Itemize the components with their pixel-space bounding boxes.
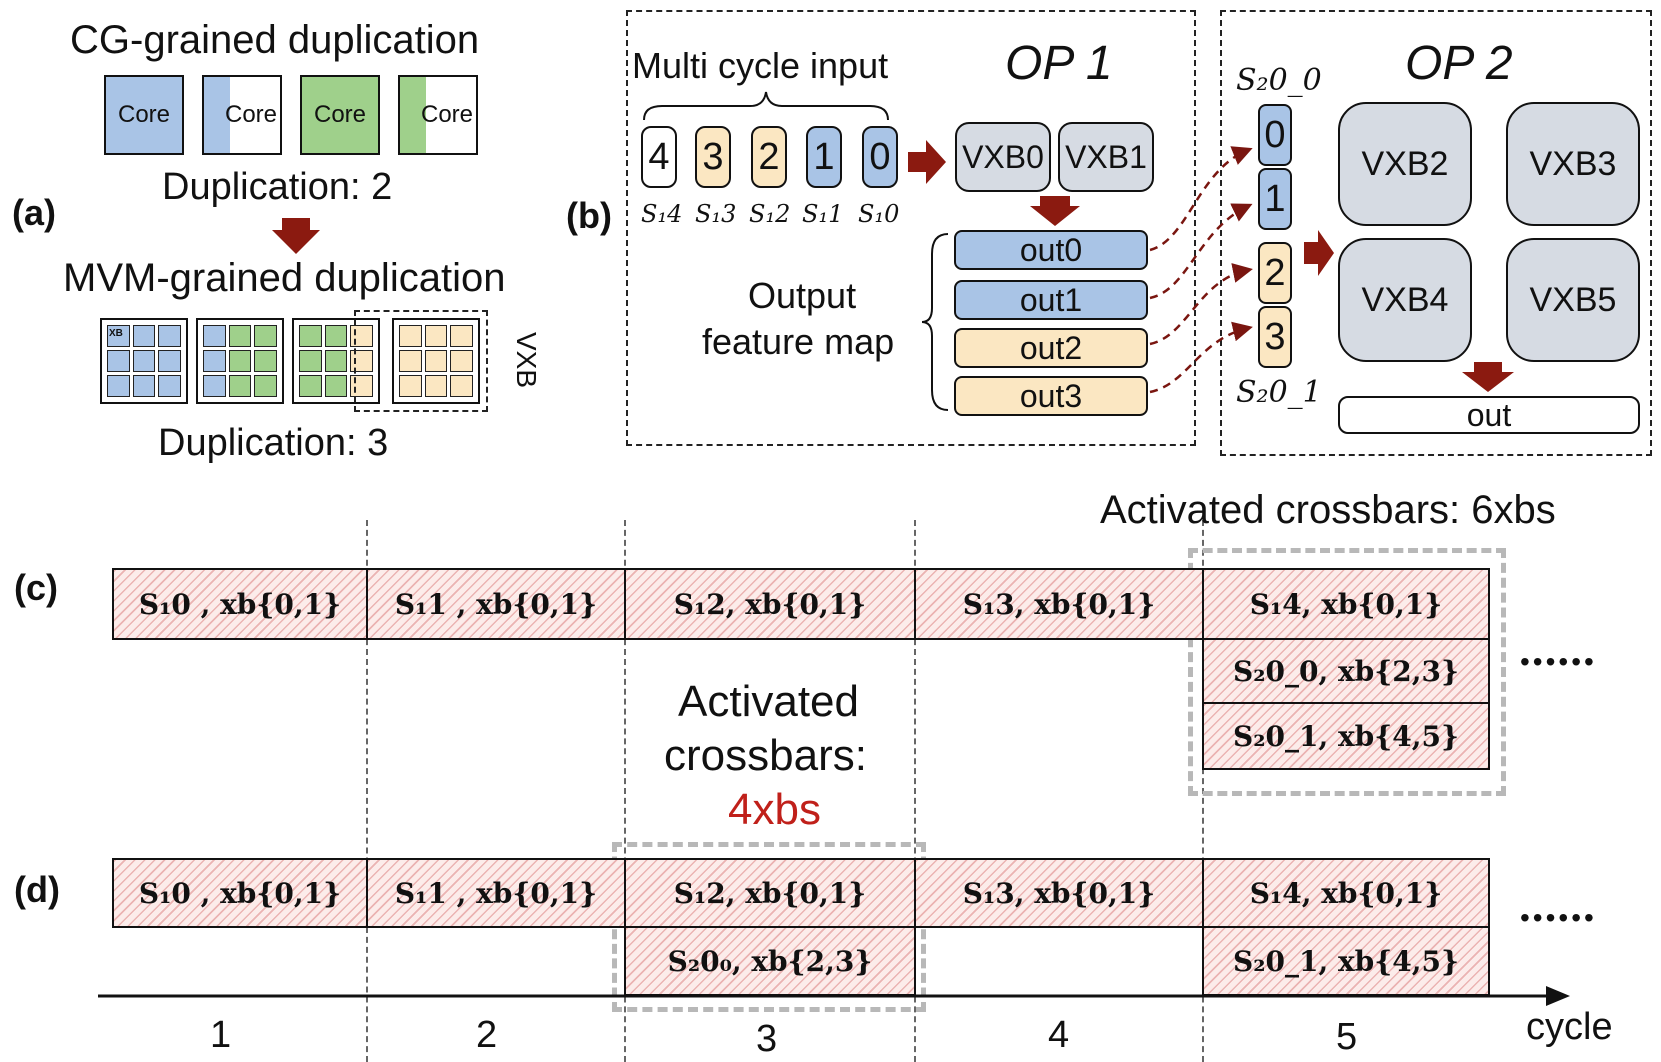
cycle-divider-3 <box>914 520 916 1062</box>
token-label-s10: S₁0 <box>858 200 900 228</box>
ofm-label-line2: feature map <box>702 321 895 362</box>
cg-title: CG-grained duplication <box>70 18 480 62</box>
activated-line2: crossbars: <box>664 731 867 780</box>
op2-title: OP 2 <box>1405 37 1513 90</box>
ofm-to-op2-arrows <box>1149 146 1253 394</box>
down-arrow-a <box>272 218 320 254</box>
dup-mvm-label: Duplication: 3 <box>158 422 389 464</box>
ofm-brace <box>921 233 949 411</box>
core-box-1: Core <box>104 75 184 155</box>
d-ellipsis: •••••• <box>1520 902 1597 933</box>
xb-grid-4 <box>392 318 480 404</box>
xb-grid-1: XB <box>100 318 188 404</box>
c-seg-4: S₁3, xb{0,1} <box>914 568 1204 640</box>
c-seg-s20-0: S₂0_0, xb{2,3} <box>1202 638 1490 704</box>
op1-box <box>626 10 1196 446</box>
token-label-s12: S₁2 <box>749 200 791 228</box>
token-label-s14: S₁4 <box>641 200 683 228</box>
c-seg-3: S₁2, xb{0,1} <box>624 568 916 640</box>
out1-bar: out1 <box>954 280 1148 320</box>
activated-line1: Activated <box>678 677 859 726</box>
cycle-tick-4: 4 <box>1048 1014 1070 1056</box>
ofm-label-line1: Output <box>748 275 857 316</box>
d-seg-s20-1: S₂0_1, xb{4,5} <box>1202 926 1490 996</box>
s2-top-label: S₂0_0 <box>1236 63 1322 98</box>
vxb3-box: VXB3 <box>1506 102 1640 226</box>
c-seg-s20-1: S₂0_1, xb{4,5} <box>1202 702 1490 770</box>
d-seg-s20-0: S₂0₀, xb{2,3} <box>624 926 916 996</box>
cycle-tick-3: 3 <box>756 1018 778 1060</box>
op1-title: OP 1 <box>1005 37 1113 90</box>
cycle-divider-1 <box>366 520 368 1062</box>
cycle-tick-5: 5 <box>1336 1016 1358 1058</box>
vxb-side-label: VXB <box>511 331 543 389</box>
panel-d-label: (d) <box>14 869 60 910</box>
activated-6xbs-label: Activated crossbars: 6xbs <box>1100 488 1556 532</box>
activated-line3: 4xbs <box>728 785 821 834</box>
op2-out-bar: out <box>1338 396 1640 434</box>
input-token-3: 3 <box>695 126 731 188</box>
vxb2-box: VXB2 <box>1338 102 1472 226</box>
activated-6xbs-box <box>1188 548 1506 796</box>
c-seg-1: S₁0 , xb{0,1} <box>112 568 368 640</box>
input-token-1: 1 <box>806 126 842 188</box>
dup-cg-label: Duplication: 2 <box>162 166 393 208</box>
s2-bottom-label: S₂0_1 <box>1236 375 1322 410</box>
panel-a-label: (a) <box>12 192 56 233</box>
s2-token-3: 3 <box>1258 306 1292 368</box>
right-arrow-op2 <box>1304 230 1334 276</box>
out2-bar: out2 <box>954 328 1148 368</box>
xb-grid-2 <box>196 318 284 404</box>
panel-c-label: (c) <box>14 567 58 608</box>
cycle-tick-1: 1 <box>210 1014 232 1056</box>
core-box-4: Core <box>398 75 478 155</box>
vxb4-box: VXB4 <box>1338 238 1472 362</box>
d-seg-2: S₁1 , xb{0,1} <box>366 858 626 928</box>
vxb-dashed-box <box>354 310 488 412</box>
d-seg-4: S₁3, xb{0,1} <box>914 858 1204 928</box>
token-label-s11: S₁1 <box>802 200 844 228</box>
down-arrow-op2 <box>1462 362 1514 392</box>
vxb1-box: VXB1 <box>1058 122 1154 192</box>
core-box-3: Core <box>300 75 380 155</box>
op2-box <box>1220 10 1652 456</box>
d-seg-5: S₁4, xb{0,1} <box>1202 858 1490 928</box>
out0-bar: out0 <box>954 230 1148 270</box>
c-seg-5: S₁4, xb{0,1} <box>1202 568 1490 640</box>
cycle-axis-label: cycle <box>1526 1006 1613 1048</box>
out3-bar: out3 <box>954 376 1148 416</box>
core-box-2: Core <box>202 75 282 155</box>
s2-token-0: 0 <box>1258 104 1292 166</box>
down-arrow-op1 <box>1030 196 1080 226</box>
panel-b-label: (b) <box>566 195 612 236</box>
input-brace <box>643 91 889 121</box>
cycle-tick-2: 2 <box>476 1014 498 1056</box>
cycle-axis <box>98 986 1570 1006</box>
xb-label: XB <box>109 328 123 339</box>
mvm-title: MVM-grained duplication <box>63 256 506 300</box>
d-seg-1: S₁0 , xb{0,1} <box>112 858 368 928</box>
s2-token-1: 1 <box>1258 168 1292 230</box>
multi-cycle-input-label: Multi cycle input <box>632 45 889 86</box>
cycle-divider-2 <box>624 520 626 1062</box>
c-seg-2: S₁1 , xb{0,1} <box>366 568 626 640</box>
s2-token-2: 2 <box>1258 242 1292 304</box>
c-ellipsis: •••••• <box>1520 646 1597 677</box>
right-arrow-op1 <box>908 140 946 184</box>
d-seg-3: S₁2, xb{0,1} <box>624 858 916 928</box>
vxb5-box: VXB5 <box>1506 238 1640 362</box>
input-token-2: 2 <box>751 126 787 188</box>
input-token-4: 4 <box>641 126 677 188</box>
token-label-s13: S₁3 <box>695 200 737 228</box>
vxb0-box: VXB0 <box>955 122 1051 192</box>
input-token-0: 0 <box>862 126 898 188</box>
